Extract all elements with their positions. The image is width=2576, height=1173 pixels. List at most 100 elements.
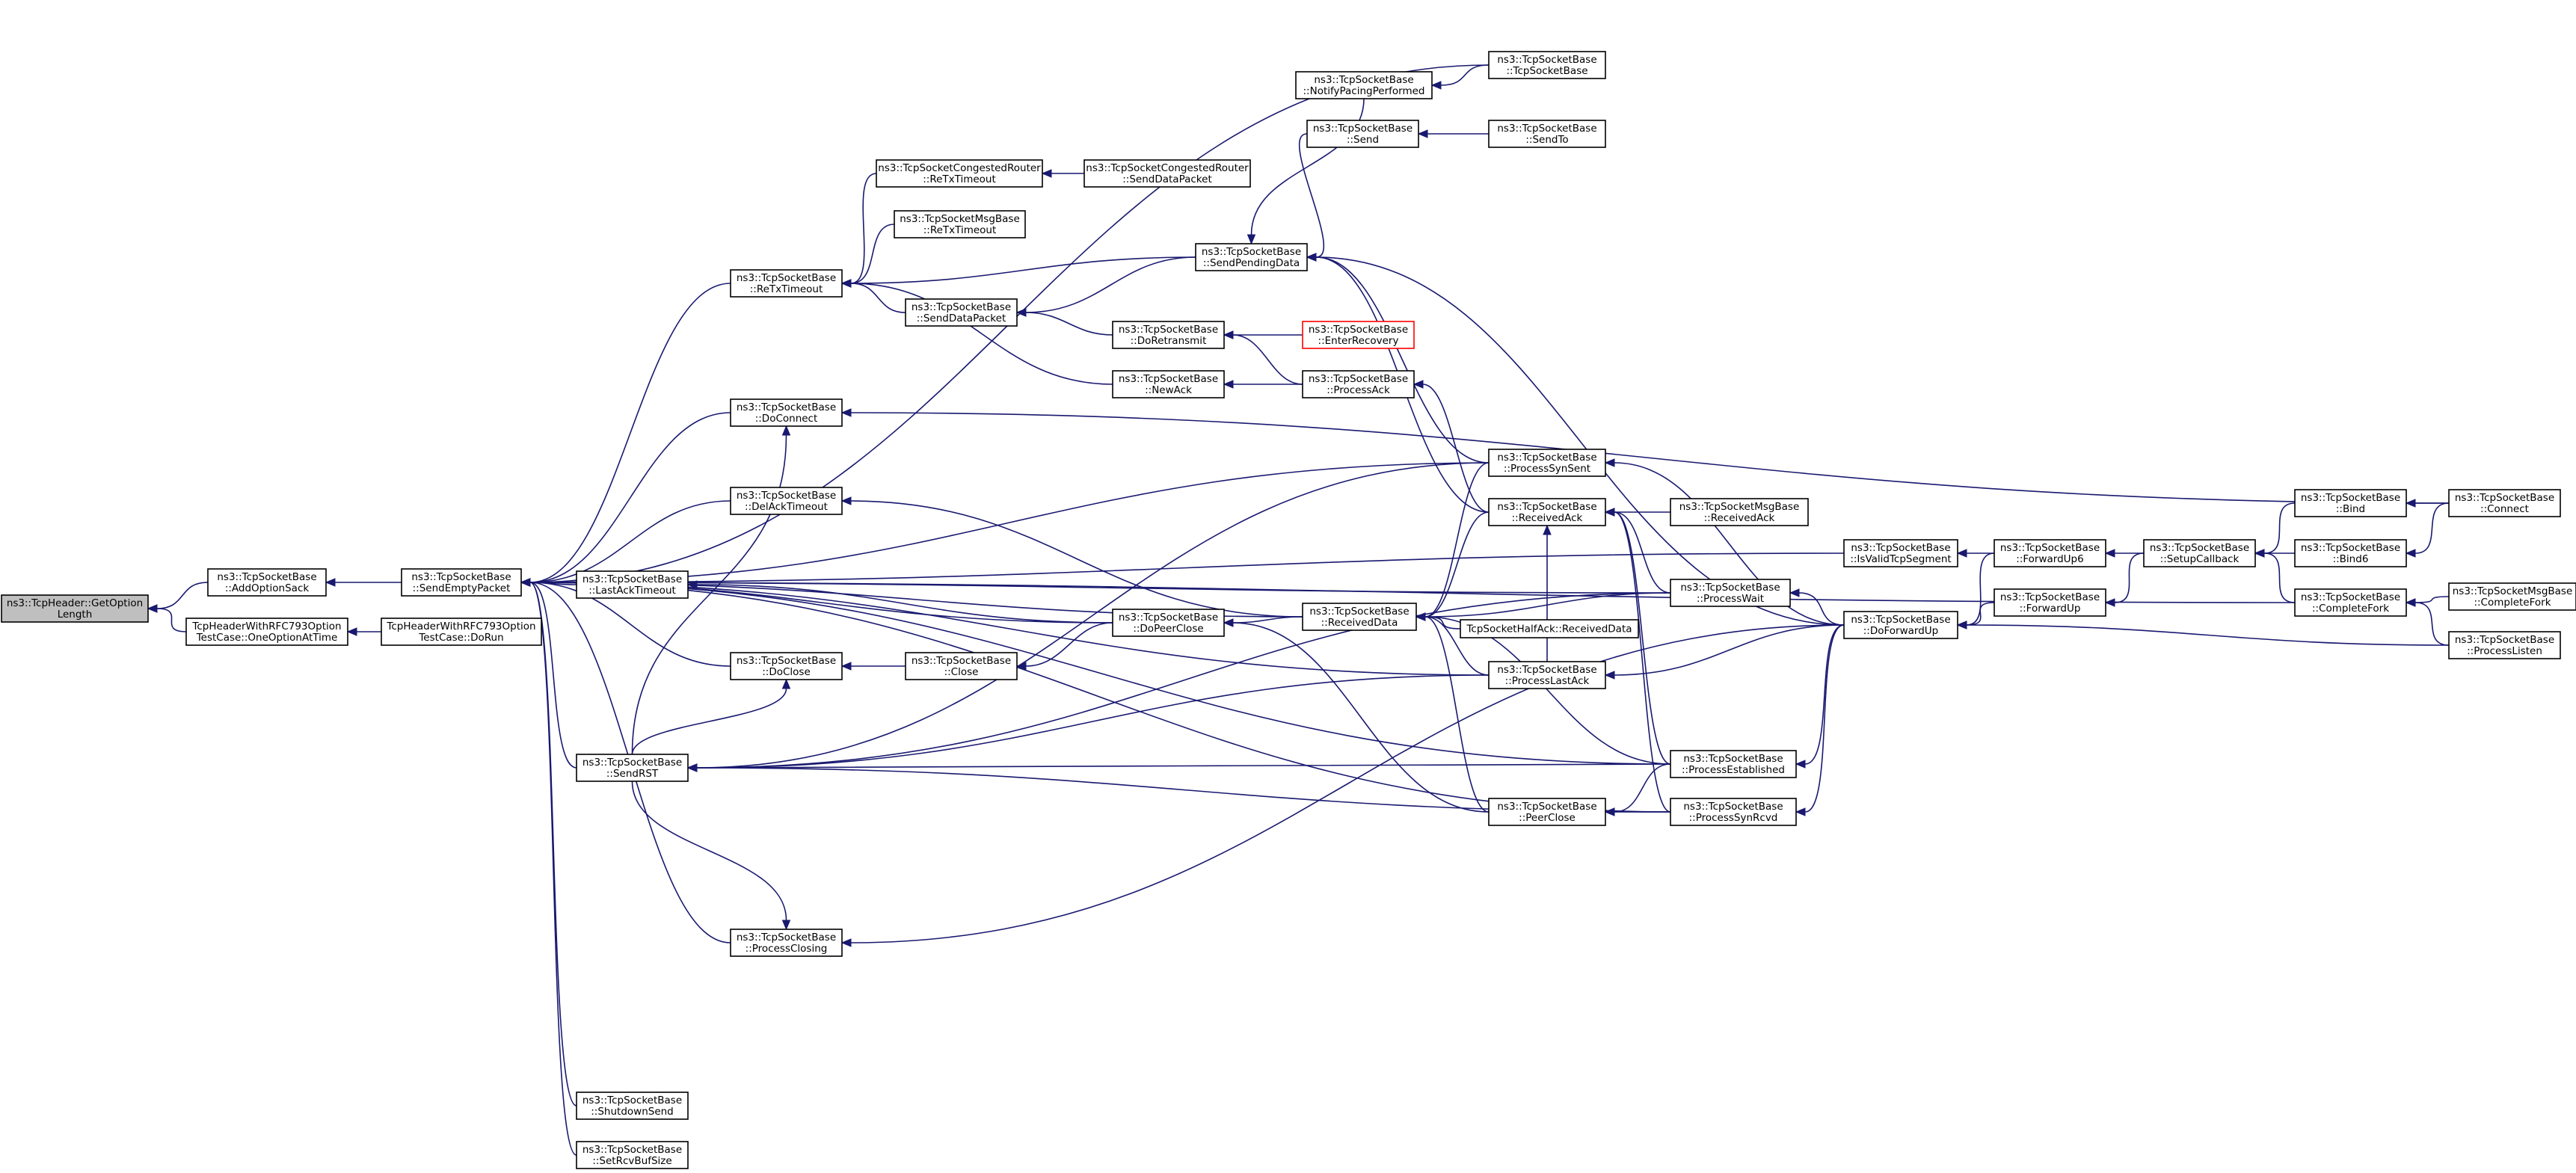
node-notifypacing[interactable]: ns3::TcpSocketBase::NotifyPacingPerforme…: [1295, 71, 1433, 99]
node-lastacktimeout[interactable]: ns3::TcpSocketBase::LastAckTimeout: [576, 570, 689, 599]
node-isvalidtcpsegment[interactable]: ns3::TcpSocketBase::IsValidTcpSegment: [1843, 539, 1958, 567]
node-router-retxtimeout[interactable]: ns3::TcpSocketCongestedRouter::ReTxTimeo…: [876, 159, 1043, 188]
node-box: [1488, 498, 1606, 526]
node-dopeerclose[interactable]: ns3::TcpSocketBase::DoPeerClose: [1112, 609, 1225, 637]
node-label: ns3::TcpSocketBase: [1497, 123, 1596, 135]
arrowhead: [346, 627, 357, 636]
arrowhead: [1041, 169, 1052, 178]
node-processlastack[interactable]: ns3::TcpSocketBase::ProcessLastAck: [1488, 661, 1606, 689]
node-label: ::SendDataPacket: [917, 313, 1006, 324]
node-sendpendingdata[interactable]: ns3::TcpSocketBase::SendPendingData: [1195, 243, 1308, 271]
node-sendto[interactable]: ns3::TcpSocketBase::SendTo: [1488, 120, 1606, 148]
node-label: ::SendDataPacket: [1122, 173, 1212, 185]
node-forwardup6[interactable]: ns3::TcpSocketBase::ForwardUp6: [1994, 539, 2106, 567]
node-msgbase-retxtimeout[interactable]: ns3::TcpSocketMsgBase::ReTxTimeout: [894, 210, 1026, 238]
node-processestablished[interactable]: ns3::TcpSocketBase::ProcessEstablished: [1670, 750, 1797, 778]
node-label: ns3::TcpSocketMsgBase: [2453, 585, 2573, 597]
arrowhead: [1604, 458, 1615, 467]
edge-ctor-to-notifypacing: [1430, 64, 1490, 90]
node-sendemptypacket[interactable]: ns3::TcpSocketBase::SendEmptyPacket: [401, 568, 522, 597]
node-box: [1, 594, 149, 623]
node-doclose[interactable]: ns3::TcpSocketBase::DoClose: [730, 652, 843, 680]
node-forwardup[interactable]: ns3::TcpSocketBase::ForwardUp: [1994, 588, 2106, 617]
node-processwait[interactable]: ns3::TcpSocketBase::ProcessWait: [1670, 579, 1791, 607]
node-label: ::ProcessLastAck: [1505, 675, 1590, 687]
node-processsynrcvd[interactable]: ns3::TcpSocketBase::ProcessSynRcvd: [1670, 798, 1797, 826]
node-shutdownsend[interactable]: ns3::TcpSocketBase::ShutdownSend: [576, 1092, 689, 1120]
edge-line: [2263, 552, 2296, 603]
edge-peerclose-to-dopeerclose: [1223, 618, 1490, 813]
node-box: [2448, 582, 2576, 611]
node-retxtimeout[interactable]: ns3::TcpSocketBase::ReTxTimeout: [730, 269, 843, 298]
node-box: [1994, 539, 2106, 567]
node-close[interactable]: ns3::TcpSocketBase::Close: [905, 652, 1018, 680]
node-processclosing[interactable]: ns3::TcpSocketBase::ProcessClosing: [730, 929, 843, 957]
node-sendrst[interactable]: ns3::TcpSocketBase::SendRST: [576, 754, 689, 782]
edge-line: [1424, 592, 1671, 618]
node-completefork[interactable]: ns3::TcpSocketBase::CompleteFork: [2294, 588, 2407, 617]
node-router-senddatapacket[interactable]: ns3::TcpSocketCongestedRouter::SendDataP…: [1083, 159, 1251, 188]
node-doretransmit[interactable]: ns3::TcpSocketBase::DoRetransmit: [1112, 321, 1225, 349]
node-msgbase-receivedack[interactable]: ns3::TcpSocketMsgBase::ReceivedAck: [1670, 498, 1809, 526]
node-peerclose[interactable]: ns3::TcpSocketBase::PeerClose: [1488, 798, 1606, 826]
node-delacktimeout[interactable]: ns3::TcpSocketBase::DelAckTimeout: [730, 487, 843, 515]
node-box: [1670, 750, 1797, 778]
node-box: [576, 754, 689, 782]
node-newack[interactable]: ns3::TcpSocketBase::NewAck: [1112, 370, 1225, 398]
node-label: TestCase::DoRun: [418, 632, 503, 644]
edge-line: [1232, 622, 1490, 813]
node-label: ns3::TcpSocketBase: [1309, 606, 1409, 618]
arrowhead: [840, 408, 852, 417]
node-label: ns3::TcpSocketBase: [2150, 542, 2249, 554]
arrowhead: [781, 425, 791, 436]
node-enterrecovery[interactable]: ns3::TcpSocketBase::EnterRecovery: [1302, 321, 1415, 349]
node-label: ns3::TcpSocketBase: [1119, 612, 1218, 624]
node-halfack-receiveddata[interactable]: TcpSocketHalfAck::ReceivedData: [1460, 619, 1639, 638]
node-connect[interactable]: ns3::TcpSocketBase::Connect: [2448, 489, 2561, 517]
edge-line: [1424, 616, 1490, 813]
node-box: [1670, 798, 1797, 826]
node-label: ::ProcessClosing: [746, 943, 828, 955]
node-ctor[interactable]: ns3::TcpSocketBase::TcpSocketBase: [1488, 51, 1606, 79]
node-box: [1843, 539, 1958, 567]
node-bind[interactable]: ns3::TcpSocketBase::Bind: [2294, 489, 2407, 517]
node-label: ns3::TcpSocketBase: [1683, 801, 1783, 813]
arrowhead: [147, 604, 158, 613]
node-processsynsent[interactable]: ns3::TcpSocketBase::ProcessSynSent: [1488, 449, 1606, 477]
node-doforwardup[interactable]: ns3::TcpSocketBase::DoForwardUp: [1843, 611, 1958, 639]
node-doconnect[interactable]: ns3::TcpSocketBase::DoConnect: [730, 398, 843, 427]
edge-connect-to-bind6: [2405, 502, 2450, 558]
node-label: ns3::TcpSocketBase: [1497, 501, 1596, 513]
node-box: [905, 652, 1018, 680]
node-processlisten[interactable]: ns3::TcpSocketBase::ProcessListen: [2448, 631, 2561, 659]
edge-line: [1614, 763, 1671, 813]
node-bind6[interactable]: ns3::TcpSocketBase::Bind6: [2294, 539, 2407, 567]
node-msgbase-completefork[interactable]: ns3::TcpSocketMsgBase::CompleteFork: [2448, 582, 2576, 611]
node-oneoptionattime[interactable]: TcpHeaderWithRFC793OptionTestCase::OneOp…: [185, 618, 348, 646]
node-receiveddata[interactable]: ns3::TcpSocketBase::ReceivedData: [1302, 603, 1417, 631]
node-label: ::IsValidTcpSegment: [1850, 553, 1951, 565]
node-box: [381, 618, 542, 646]
edge-line: [850, 283, 906, 313]
node-setrcvbufsize[interactable]: ns3::TcpSocketBase::SetRcvBufSize: [576, 1141, 689, 1169]
edge-line: [1804, 624, 1845, 765]
node-addoptionsack[interactable]: ns3::TcpSocketBase::AddOptionSack: [207, 568, 327, 597]
node-label: TcpHeaderWithRFC793Option: [191, 621, 341, 632]
node-senddatapacket[interactable]: ns3::TcpSocketBase::SendDataPacket: [905, 298, 1018, 327]
arrowhead: [840, 279, 852, 288]
node-box: [876, 159, 1043, 188]
node-box: [1302, 603, 1417, 631]
node-receivedack[interactable]: ns3::TcpSocketBase::ReceivedAck: [1488, 498, 1606, 526]
node-send[interactable]: ns3::TcpSocketBase::Send: [1306, 120, 1419, 148]
node-label: ns3::TcpSocketBase: [2301, 492, 2400, 504]
edge-processack-to-newack: [1223, 380, 1303, 389]
node-setupcallback[interactable]: ns3::TcpSocketBase::SetupCallback: [2143, 539, 2256, 567]
node-box: [1488, 120, 1606, 148]
edge-line: [529, 500, 731, 583]
node-label: ns3::TcpSocketBase: [2301, 591, 2400, 603]
edge-line: [529, 582, 1490, 676]
edge-line: [1424, 462, 1490, 618]
node-processack[interactable]: ns3::TcpSocketBase::ProcessAck: [1302, 370, 1415, 398]
